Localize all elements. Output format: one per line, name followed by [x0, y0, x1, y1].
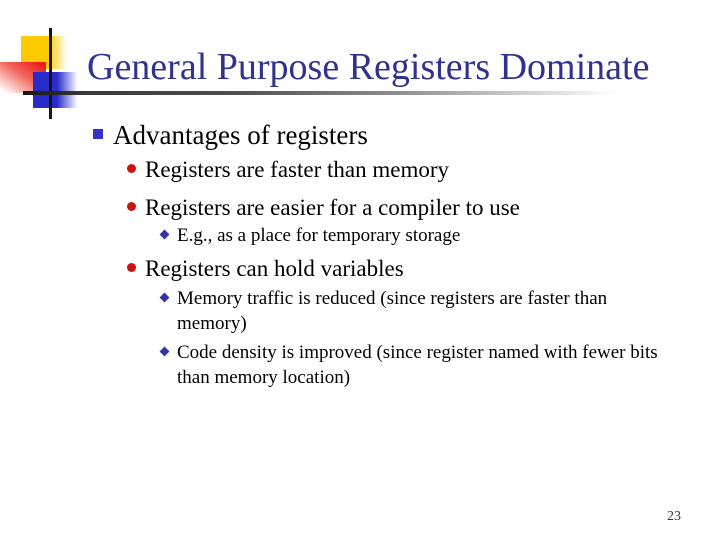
decoration-blue-square	[33, 72, 79, 108]
decoration-vertical-line	[49, 28, 52, 119]
bullet-diamond-icon	[159, 346, 170, 357]
page-number: 23	[667, 509, 681, 524]
title-underline-rule	[23, 91, 668, 95]
slide-body: Advantages of registers Registers are fa…	[0, 120, 720, 390]
bullet-text: E.g., as a place for temporary storage	[177, 225, 461, 246]
bullet-item-level3: Memory traffic is reduced (since registe…	[0, 286, 720, 336]
bullet-item-level3: Code density is improved (since register…	[0, 340, 720, 390]
bullet-text: Code density is improved (since register…	[177, 342, 658, 388]
bullet-text: Registers can hold variables	[145, 256, 404, 281]
bullet-text: Advantages of registers	[113, 120, 368, 150]
bullet-item-level2: Registers can hold variables	[0, 255, 720, 282]
bullet-item-level2: Registers are easier for a compiler to u…	[0, 194, 720, 221]
bullet-item-level3: E.g., as a place for temporary storage	[0, 223, 720, 248]
bullet-circle-icon	[127, 202, 136, 211]
bullet-circle-icon	[127, 263, 136, 272]
bullet-diamond-icon	[159, 229, 170, 240]
bullet-text: Registers are faster than memory	[145, 157, 449, 182]
slide-title: General Purpose Registers Dominate	[87, 46, 650, 88]
bullet-text: Memory traffic is reduced (since registe…	[177, 288, 608, 334]
bullet-text: Registers are easier for a compiler to u…	[145, 195, 520, 220]
bullet-circle-icon	[127, 164, 136, 173]
bullet-item-level1: Advantages of registers	[0, 120, 720, 150]
bullet-square-icon	[93, 129, 103, 139]
bullet-item-level2: Registers are faster than memory	[0, 156, 720, 183]
bullet-diamond-icon	[159, 292, 170, 303]
